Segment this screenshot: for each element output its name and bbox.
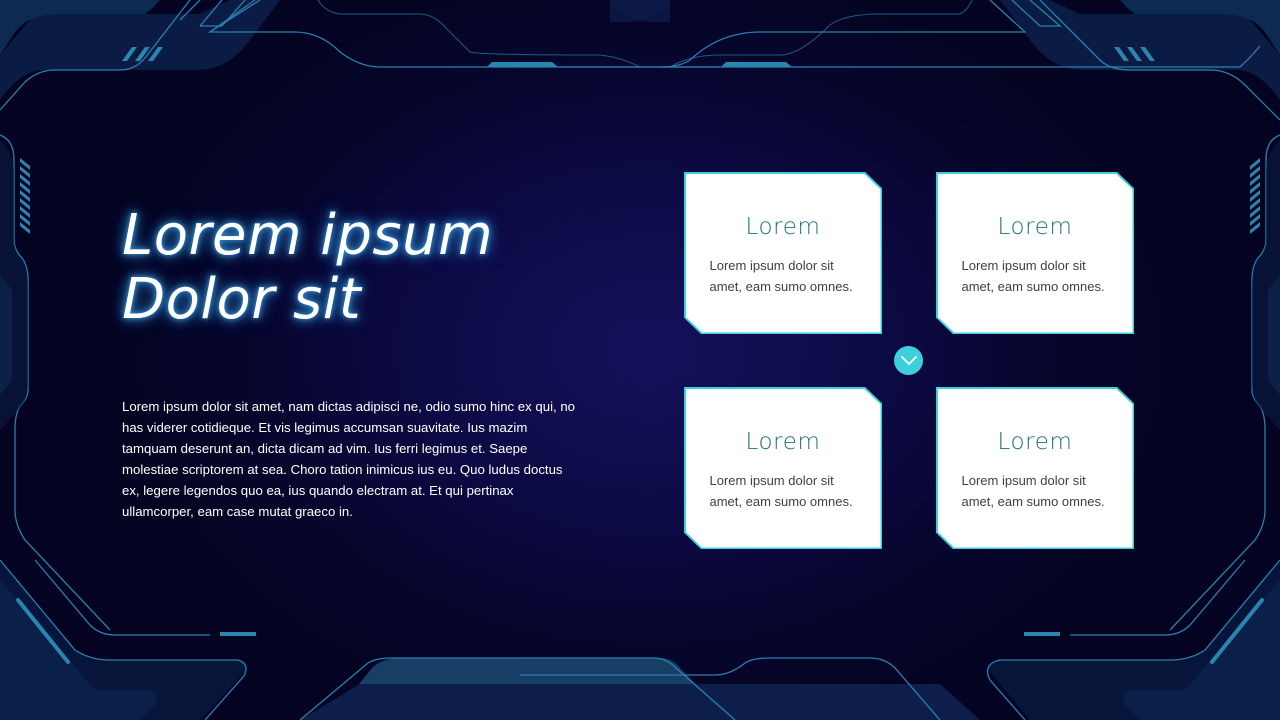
chevron-down-icon: [900, 355, 917, 365]
info-card-text: Lorem ipsum dolor sit amet, eam sumo omn…: [709, 257, 853, 294]
info-card-1: Lorem Lorem ipsum dolor sit amet, eam su…: [684, 172, 882, 334]
info-card-2: Lorem Lorem ipsum dolor sit amet, eam su…: [936, 172, 1134, 334]
info-card-3: Lorem Lorem ipsum dolor sit amet, eam su…: [684, 387, 882, 549]
info-card-text: Lorem ipsum dolor sit amet, eam sumo omn…: [961, 257, 1105, 294]
slide-title-line-1: Lorem ipsum: [122, 203, 494, 268]
info-card-title: Lorem: [745, 213, 821, 240]
info-card-title: Lorem: [745, 428, 821, 455]
info-card-4: Lorem Lorem ipsum dolor sit amet, eam su…: [936, 387, 1134, 549]
slide-title: Lorem ipsum Dolor sit: [122, 204, 493, 332]
info-card-title: Lorem: [997, 213, 1073, 240]
center-chevron-button: [894, 346, 923, 375]
slide-title-line-2: Dolor sit: [122, 267, 362, 332]
info-card-title: Lorem: [997, 428, 1073, 455]
info-card-text: Lorem ipsum dolor sit amet, eam sumo omn…: [961, 472, 1105, 509]
slide-body-text: Lorem ipsum dolor sit amet, nam dictas a…: [122, 399, 575, 519]
info-card-text: Lorem ipsum dolor sit amet, eam sumo omn…: [709, 472, 853, 509]
